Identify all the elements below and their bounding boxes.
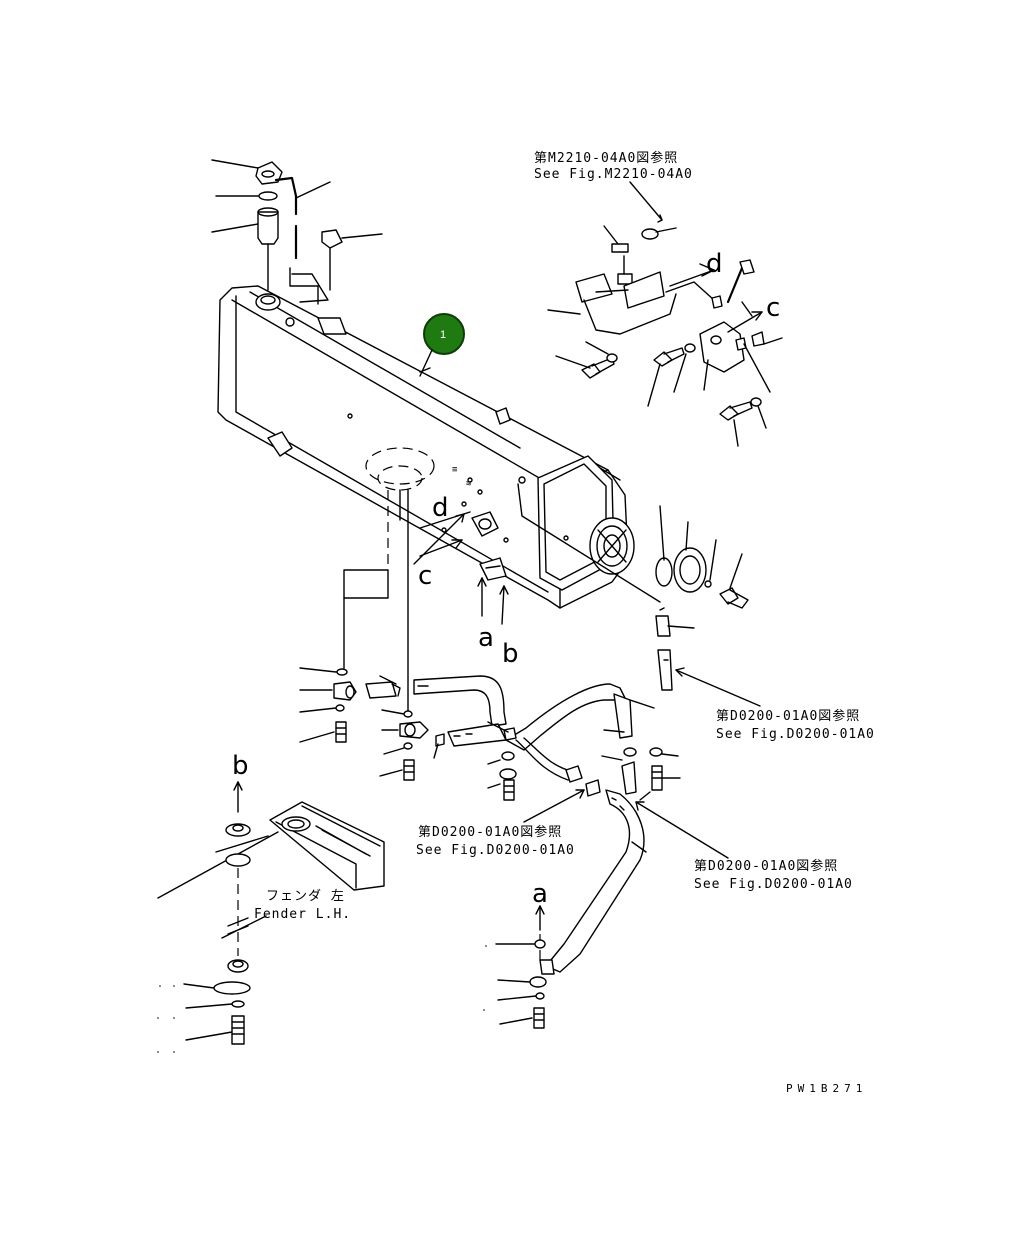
fender-lh: フェンダ 左 Fender L.H. bbox=[157, 801, 385, 939]
leaders-top-left bbox=[211, 159, 383, 239]
letter-a-mid: a bbox=[478, 623, 494, 653]
upper-right-detail: 第M2210-04A0図参照 See Fig.M2210-04A0 bbox=[534, 150, 783, 447]
svg-text:≋: ≋ bbox=[466, 479, 472, 489]
fuel-tank bbox=[217, 273, 635, 609]
callout-center-lower-jp: 第D0200-01A0図参照 bbox=[418, 824, 562, 840]
letter-d-mid: d bbox=[432, 493, 449, 523]
fuel-lines bbox=[343, 489, 645, 975]
callout-right-mid-en: See Fig.D0200-01A0 bbox=[716, 727, 875, 742]
callout-right-lower-jp: 第D0200-01A0図参照 bbox=[694, 858, 838, 874]
lower-b-stack: b bbox=[157, 751, 251, 1053]
fittings-right bbox=[623, 747, 681, 801]
tank-bottom-openings bbox=[365, 447, 471, 570]
letter-a-lower: a bbox=[532, 879, 548, 909]
letter-c-upper: c bbox=[766, 293, 780, 323]
callout-center-lower-en: See Fig.D0200-01A0 bbox=[416, 843, 575, 858]
callout-upper-right-en: See Fig.M2210-04A0 bbox=[534, 167, 693, 182]
callout-right-lower-en: See Fig.D0200-01A0 bbox=[694, 877, 853, 892]
letter-b-mid: b bbox=[502, 639, 519, 669]
lower-a-stack: a bbox=[483, 879, 548, 1029]
svg-text:≡: ≡ bbox=[452, 465, 458, 475]
fittings-left bbox=[299, 667, 655, 801]
fender-label-en: Fender L.H. bbox=[254, 907, 351, 922]
callout-right-mid-jp: 第D0200-01A0図参照 bbox=[716, 708, 860, 724]
drawing-reference: PW1B271 bbox=[786, 1082, 867, 1095]
part-number-badge[interactable]: 1 bbox=[419, 313, 465, 377]
tank-letters: d c a b bbox=[413, 493, 519, 669]
callout-upper-right-jp: 第M2210-04A0図参照 bbox=[534, 150, 678, 166]
letter-d-upper: d bbox=[706, 249, 723, 279]
end-cap-parts bbox=[517, 483, 761, 707]
filler-cap-stack bbox=[255, 161, 343, 305]
fender-label-jp: フェンダ 左 bbox=[266, 889, 345, 904]
part-number-text: 1 bbox=[440, 329, 446, 341]
letter-c-mid: c bbox=[418, 561, 432, 591]
tank-ports: ≡ ≋ bbox=[441, 465, 509, 581]
letter-b-lower: b bbox=[232, 751, 249, 781]
